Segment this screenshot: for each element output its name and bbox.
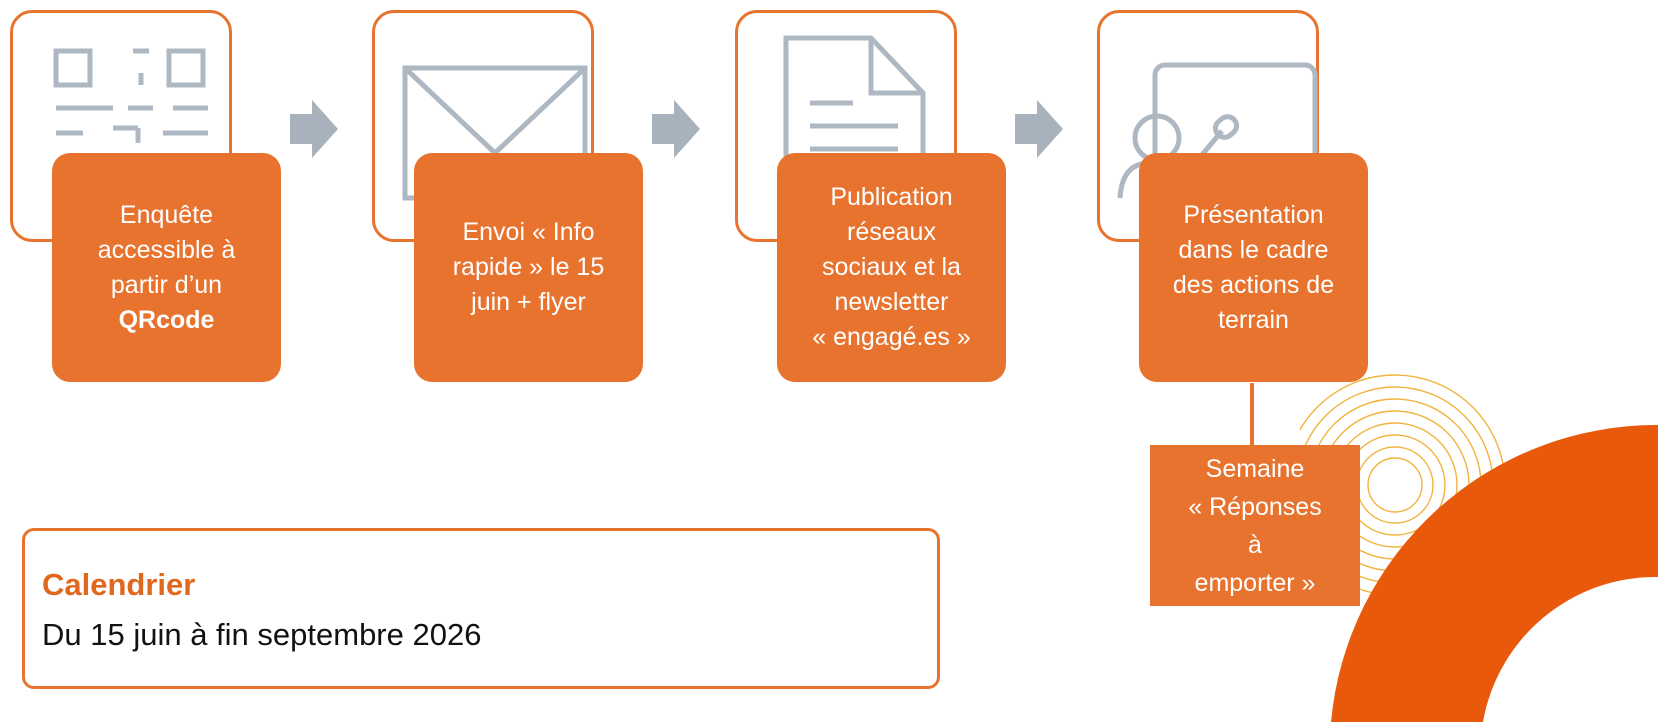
step-2-text: Envoi « Info rapide » le 15 juin + flyer: [452, 218, 605, 316]
arrow-right-icon: [652, 100, 700, 158]
arrow-right-icon: [290, 100, 338, 158]
step-1-text: Enquête accessible à partir d’un QRcode: [97, 200, 236, 334]
step-4-connector: [1250, 383, 1254, 445]
step-1-box: Enquête accessible à partir d’un QRcode: [52, 153, 281, 382]
step-3-text: Publication réseaux sociaux et la newsle…: [812, 183, 971, 351]
step-3-box: Publication réseaux sociaux et la newsle…: [777, 153, 1006, 382]
calendar-box: Calendrier Du 15 juin à fin septembre 20…: [22, 528, 940, 689]
document-icon: [783, 35, 926, 223]
calendar-title: Calendrier: [42, 567, 196, 602]
semaine-box: Semaine « Réponses à emporter »: [1150, 445, 1360, 606]
step-4-box: Présentation dans le cadre des actions d…: [1139, 153, 1368, 382]
semaine-text: Semaine « Réponses à emporter »: [1188, 454, 1322, 597]
qr-code-icon: [53, 48, 208, 143]
arrow-right-icon: [1015, 100, 1063, 158]
step-4-text: Présentation dans le cadre des actions d…: [1172, 200, 1335, 334]
qrcode-label: QRcode: [118, 305, 215, 334]
calendar-dates: Du 15 juin à fin septembre 2026: [42, 617, 482, 652]
step-2-box: Envoi « Info rapide » le 15 juin + flyer: [414, 153, 643, 382]
